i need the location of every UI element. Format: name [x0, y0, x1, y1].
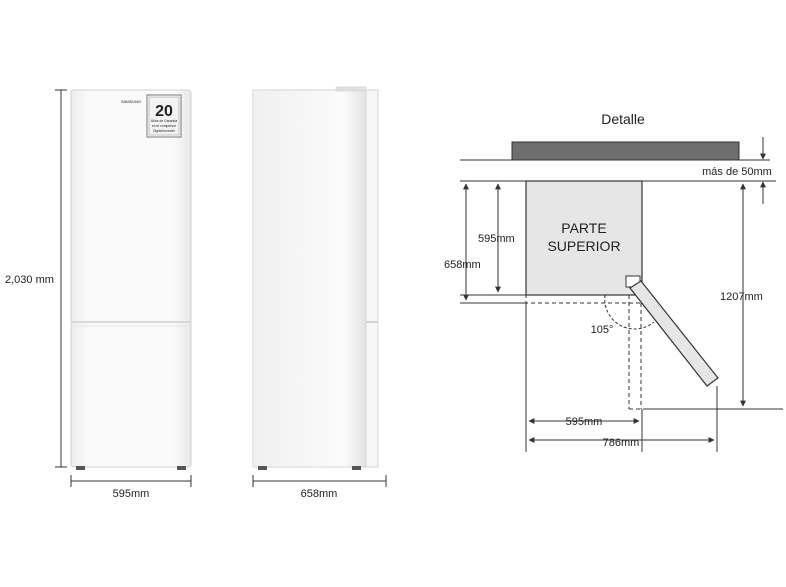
inner-depth-label: 595mm [478, 233, 515, 245]
side-foot-back [258, 466, 267, 470]
top-label-2: SUPERIOR [547, 238, 620, 254]
side-view: 658mm [252, 86, 387, 500]
clearance-label: más de 50mm [702, 166, 772, 178]
badge-line-2: en el compresor [152, 124, 177, 128]
width-label: 595mm [566, 416, 603, 428]
opened-depth-label: 1207mm [720, 291, 763, 303]
badge-line-3: Digital Inverter [153, 129, 176, 133]
front-width-label: 595mm [113, 488, 150, 500]
front-foot-right [177, 466, 186, 470]
side-top-hinge [335, 86, 367, 92]
warranty-badge: 20 Años de Garantía en el compresor Digi… [146, 94, 182, 138]
front-height-label: 2,030 mm [5, 274, 54, 286]
door-angle-label: 105° [591, 324, 614, 336]
side-foot-front [352, 466, 361, 470]
open-door [629, 280, 719, 387]
side-door-strip [365, 89, 379, 468]
total-depth-label: 658mm [444, 259, 481, 271]
top-label-1: PARTE [561, 220, 606, 236]
detail-title: Detalle [601, 111, 645, 127]
opened-width-label: 786mm [603, 437, 640, 449]
closed-door-outline [525, 294, 643, 304]
front-fridge-body [70, 89, 192, 468]
brand-logo: SAMSUNG [121, 99, 141, 104]
detail-view: Detalle más de 50mm PARTE SUPERIOR 105° [444, 111, 783, 452]
front-foot-left [76, 466, 85, 470]
badge-number: 20 [155, 103, 173, 120]
front-view: 2,030 mm SAMSUNG 20 Años de Garantía en … [5, 89, 192, 500]
badge-line-1: Años de Garantía [151, 119, 178, 123]
side-depth-label: 658mm [301, 488, 338, 500]
side-fridge-body [252, 89, 367, 468]
door-angle-arc [604, 294, 655, 330]
wall-block [511, 141, 740, 161]
